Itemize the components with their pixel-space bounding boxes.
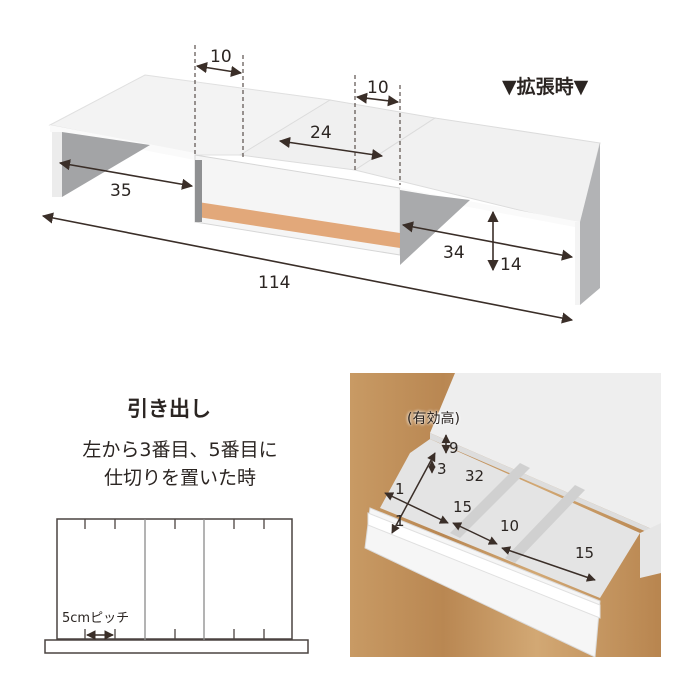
dim-middle-compartment: 10 bbox=[500, 517, 519, 535]
pitch-label: 5cmピッチ bbox=[62, 611, 130, 626]
expanded-mode-label: ▼拡張時▼ bbox=[502, 76, 589, 98]
dim-depth: 32 bbox=[465, 467, 484, 485]
dim-extension-left: 10 bbox=[210, 47, 232, 67]
dim-inner-height: 3 bbox=[437, 460, 447, 478]
dim-overall-width: 114 bbox=[258, 273, 290, 293]
stand-drawing: 10 10 24 35 34 14 114 bbox=[41, 45, 601, 324]
dim-effective-height: 9 bbox=[449, 439, 459, 457]
dim-right-compartment: 15 bbox=[575, 544, 594, 562]
dim-extension-right: 10 bbox=[367, 78, 389, 98]
effective-height-label: (有効高) bbox=[407, 411, 460, 427]
dim-right-width: 34 bbox=[443, 243, 465, 263]
dim-wall-top: 1 bbox=[395, 480, 405, 498]
drawer-photo: 9 3 32 15 10 15 1 1 (有効高) bbox=[350, 373, 661, 657]
dim-wall-bottom: 1 bbox=[395, 512, 405, 530]
drawer-caption-line1: 左から3番目、5番目に bbox=[82, 439, 278, 461]
drawer-caption-line2: 仕切りを置いた時 bbox=[103, 467, 256, 489]
drawer-title: 引き出し bbox=[127, 397, 211, 421]
dim-left-width: 35 bbox=[110, 181, 132, 201]
dim-height: 14 bbox=[500, 255, 522, 275]
dim-left-compartment: 15 bbox=[453, 498, 472, 516]
dim-center-depth: 24 bbox=[310, 123, 332, 143]
